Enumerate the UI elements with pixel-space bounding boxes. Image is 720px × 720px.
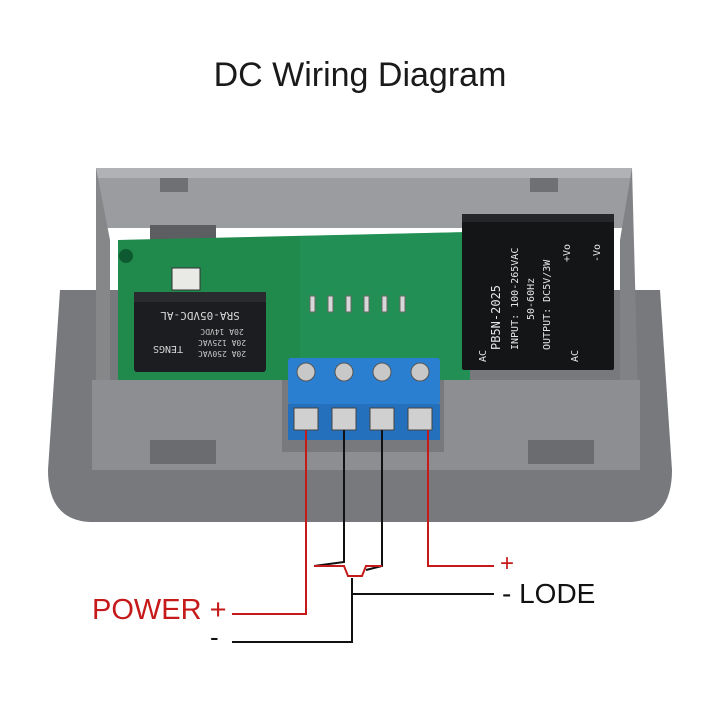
module-output: OUTPUT: DC5V/3W — [542, 259, 553, 350]
wire-bridge-drop — [351, 578, 362, 595]
diagram-title: DC Wiring Diagram — [213, 56, 507, 94]
module-input: INPUT: 100-265VAC — [510, 248, 521, 350]
housing-lip — [96, 168, 632, 178]
pcb-jumper — [171, 267, 201, 291]
module-pin-vo-neg: -Vo — [592, 244, 603, 262]
relay-model: SRA-05VDC-AL — [160, 309, 240, 322]
wire-power-negative — [232, 430, 353, 643]
top-clip-right — [530, 178, 558, 192]
power-positive-label: POWER + — [92, 594, 227, 626]
relay-brand: TENGS — [153, 343, 183, 354]
wire-load-positive — [427, 430, 494, 567]
header-pins — [309, 295, 406, 313]
module-pin-ac-2: AC — [570, 350, 581, 362]
relay-rating-2: 20A 125VAC — [198, 338, 246, 347]
pcb-mount-hole — [119, 249, 133, 263]
power-negative-label: - — [210, 622, 219, 652]
wire-bridge — [314, 565, 382, 577]
relay: SRA-05VDC-AL 20A 14VDC 20A 125VAC 20A 25… — [134, 292, 266, 372]
module-frequency: 50-60Hz — [526, 278, 537, 320]
wire-power-positive — [232, 430, 307, 615]
load-label: - LODE — [502, 578, 596, 609]
top-clip-left — [160, 178, 188, 192]
wiring — [232, 430, 494, 643]
module-model: PB5N-2025 — [489, 285, 503, 350]
front-clip-right — [528, 440, 594, 464]
terminal-block — [288, 358, 440, 440]
front-clip-left — [150, 440, 216, 464]
module-pin-ac-1: AC — [478, 350, 489, 362]
relay-rating-3: 20A 250VAC — [198, 349, 246, 358]
relay-rating-1: 20A 14VDC — [200, 327, 244, 336]
power-module: PB5N-2025 INPUT: 100-265VAC 50-60Hz OUTP… — [462, 214, 614, 370]
load-positive-label: + — [500, 550, 515, 577]
housing-front-wall — [92, 380, 640, 470]
module-pin-vo-pos: +Vo — [562, 244, 573, 262]
